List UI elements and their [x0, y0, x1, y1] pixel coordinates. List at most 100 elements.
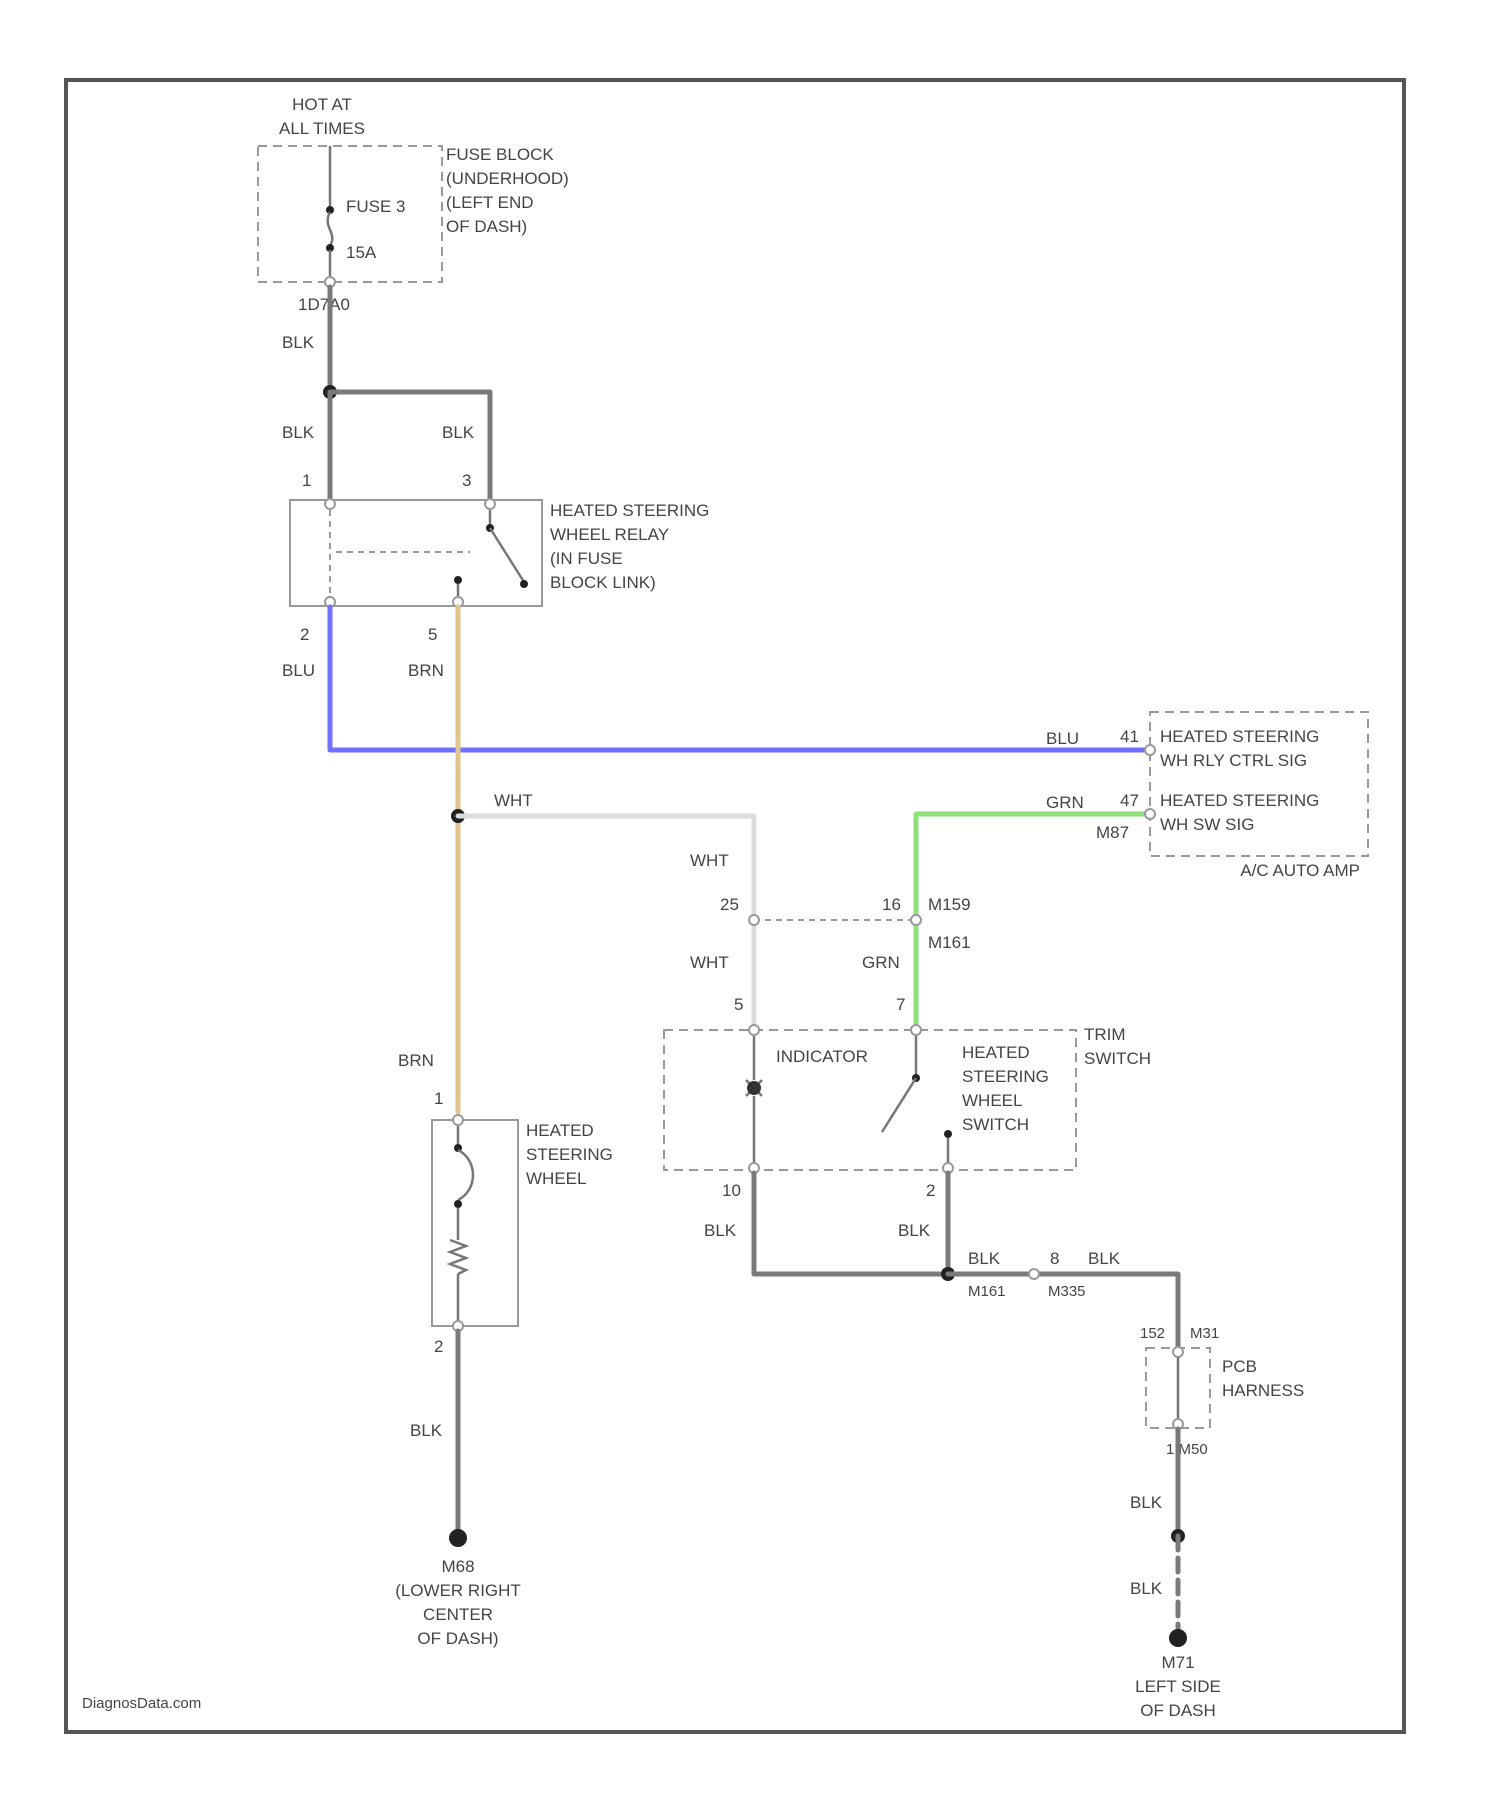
- wire-blu: [330, 607, 1150, 750]
- ac-conn-m87: M87: [1096, 823, 1129, 842]
- wire-grn: [916, 814, 1150, 1030]
- trim-pin7: 7: [896, 995, 905, 1014]
- heated-wheel-switch-arm: [882, 1078, 916, 1132]
- pcb-conn-top-right: M31: [1190, 1325, 1219, 1342]
- joint-pin: 8: [1050, 1249, 1059, 1268]
- relay-pin3: 3: [462, 471, 471, 490]
- pcb-conn-bottom: 1 M50: [1166, 1441, 1208, 1458]
- wire-label-brn-lower: BRN: [398, 1051, 434, 1070]
- heater-element-icon: [450, 1240, 466, 1274]
- wheel-label-1: HEATED: [526, 1121, 594, 1140]
- ground-right-label-1: LEFT SIDE: [1135, 1677, 1221, 1696]
- ac-pin47: 47: [1120, 791, 1139, 810]
- wire-label-blk-joint-right: BLK: [1088, 1249, 1121, 1268]
- watermark: DiagnosData.com: [82, 1695, 201, 1712]
- wire-label-blu-ctrl: BLU: [1046, 729, 1079, 748]
- trim-pin2: 2: [926, 1181, 935, 1200]
- mid-pin16-terminal: [911, 915, 921, 925]
- ground-right-code: M71: [1161, 1653, 1194, 1672]
- ground-left-label-2: CENTER: [423, 1605, 493, 1624]
- wire-label-blk-left: BLK: [282, 423, 315, 442]
- fuse-block-label-3: (LEFT END: [446, 193, 534, 212]
- relay-label-2: WHEEL RELAY: [550, 525, 669, 544]
- hot-at-label: HOT AT: [292, 95, 352, 114]
- trim-sw-label-2: STEERING: [962, 1067, 1049, 1086]
- relay-pin1-terminal: [325, 499, 335, 509]
- fuse-icon: [328, 212, 333, 246]
- wire-label-wht-lower: WHT: [690, 953, 729, 972]
- wire-label-blk-wheel-ground: BLK: [410, 1421, 443, 1440]
- trim-pin5: 5: [734, 995, 743, 1014]
- ac-module-caption: A/C AUTO AMP: [1240, 861, 1360, 880]
- ground-right-icon: [1169, 1629, 1187, 1647]
- trim-sw-label-4: SWITCH: [962, 1115, 1029, 1134]
- ac-pin41-terminal: [1145, 745, 1155, 755]
- joint-code-left: M161: [968, 1283, 1006, 1300]
- wire-label-brn-relay: BRN: [408, 661, 444, 680]
- relay-contact-lower: [454, 576, 462, 584]
- ac-label-1b: WH RLY CTRL SIG: [1160, 751, 1307, 770]
- trim-title-1: TRIM: [1084, 1025, 1126, 1044]
- mid-pin25: 25: [720, 895, 739, 914]
- wire-label-grn-ctrl: GRN: [1046, 793, 1084, 812]
- ground-left-code: M68: [441, 1557, 474, 1576]
- indicator-lamp-body: [747, 1081, 761, 1095]
- wire-label-blk-right: BLK: [442, 423, 475, 442]
- wire-label-blk-final: BLK: [1130, 1579, 1163, 1598]
- wire-label-blk-ind: BLK: [704, 1221, 737, 1240]
- mid-code-b: M161: [928, 933, 971, 952]
- fuse-connector-code: 1D7A0: [298, 295, 350, 314]
- wheel-label-2: STEERING: [526, 1145, 613, 1164]
- relay-switch-arm: [490, 528, 524, 582]
- relay-contact-end: [520, 580, 528, 588]
- ground-left-icon: [449, 1529, 467, 1547]
- ac-label-2b: WH SW SIG: [1160, 815, 1254, 834]
- relay-pin2: 2: [300, 625, 309, 644]
- wheel-contact-mid: [454, 1200, 462, 1208]
- wire-label-wht-upper: WHT: [690, 851, 729, 870]
- wheel-label-3: WHEEL: [526, 1169, 586, 1188]
- trim-title-2: SWITCH: [1084, 1049, 1151, 1068]
- wire-label-wht-splice: WHT: [494, 791, 533, 810]
- ground-left-label-3: OF DASH): [417, 1629, 498, 1648]
- thermostat-icon: [458, 1150, 473, 1200]
- fuse-rating: 15A: [346, 243, 377, 262]
- relay-pin5: 5: [428, 625, 437, 644]
- wire-label-blk-feed: BLK: [282, 333, 315, 352]
- trim-sw-label-1: HEATED: [962, 1043, 1030, 1062]
- fuse-block-label-2: (UNDERHOOD): [446, 169, 569, 188]
- ground-left-label-1: (LOWER RIGHT: [395, 1581, 521, 1600]
- ac-label-2a: HEATED STEERING: [1160, 791, 1319, 810]
- trim-pin10: 10: [722, 1181, 741, 1200]
- wheel-pin1: 1: [434, 1089, 443, 1108]
- ac-pin47-terminal: [1145, 809, 1155, 819]
- mid-code-a: M159: [928, 895, 971, 914]
- wheel-pin2: 2: [434, 1337, 443, 1356]
- joint-code-right: M335: [1048, 1283, 1086, 1300]
- trim-pin5-terminal: [749, 1025, 759, 1035]
- fuse-block-label-4: OF DASH): [446, 217, 527, 236]
- wire-label-grn-lower: GRN: [862, 953, 900, 972]
- wire-label-blu-relay: BLU: [282, 661, 315, 680]
- wheel-pin1-terminal: [453, 1115, 463, 1125]
- ground-right-label-2: OF DASH: [1140, 1701, 1216, 1720]
- ac-label-1a: HEATED STEERING: [1160, 727, 1319, 746]
- pcb-top-terminal: [1173, 1347, 1183, 1357]
- mid-pin25-terminal: [749, 915, 759, 925]
- relay-pin3-terminal: [485, 499, 495, 509]
- fuse-name: FUSE 3: [346, 197, 406, 216]
- relay-label-3: (IN FUSE: [550, 549, 623, 568]
- pcb-label-2: HARNESS: [1222, 1381, 1304, 1400]
- heated-wheel-box: [432, 1120, 518, 1326]
- trim-sw-label-3: WHEEL: [962, 1091, 1022, 1110]
- trim-indicator-label: INDICATOR: [776, 1047, 868, 1066]
- ac-pin41: 41: [1120, 727, 1139, 746]
- mid-pin16: 16: [882, 895, 901, 914]
- relay-pin1: 1: [302, 471, 311, 490]
- pcb-label-1: PCB: [1222, 1357, 1257, 1376]
- wire-label-blk-joint-left: BLK: [968, 1249, 1001, 1268]
- relay-label-1: HEATED STEERING: [550, 501, 709, 520]
- switch-contact: [944, 1130, 952, 1138]
- wire-wht: [458, 816, 754, 1030]
